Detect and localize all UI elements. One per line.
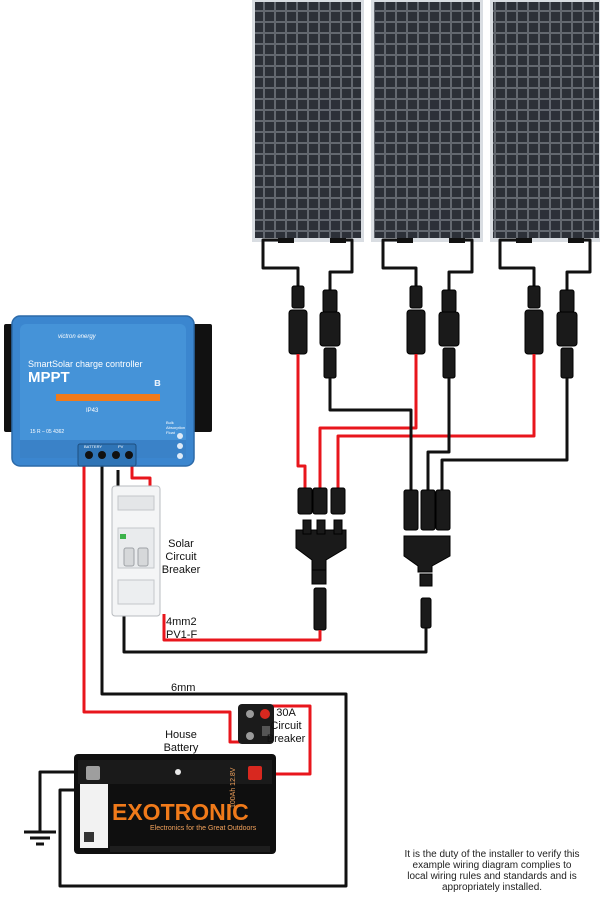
solar-breaker-label-line-3: Breaker <box>161 564 201 576</box>
battery-brand: EXOTRONIC <box>112 799 249 825</box>
y-branch-negative <box>403 489 451 629</box>
disclaimer-line-4: appropriately installed. <box>441 882 543 893</box>
led-label-bulk: Bulk <box>166 420 174 425</box>
terminal-label-pv: PV <box>118 444 124 449</box>
controller-serial: 15 R – 05 4362 <box>30 429 65 435</box>
mppt-controller: ʙ <box>4 315 212 467</box>
solar-breaker-label-line-1: Solar <box>168 538 194 550</box>
controller-rating: IP43 <box>86 408 99 414</box>
solar-panel-1 <box>252 0 364 242</box>
pv-cable-label-size: 4mm2 <box>166 616 197 628</box>
terminal-label-battery: BATTERY <box>84 444 103 449</box>
bluetooth-icon: ʙ <box>154 377 161 389</box>
solar-breaker-label-line-2: Circuit <box>165 551 197 563</box>
pv-string-wires <box>296 354 569 490</box>
pv-cable-label-type: PV1-F <box>166 629 198 641</box>
solar-panels <box>252 0 600 243</box>
house-battery-label: House Battery <box>160 729 202 755</box>
controller-brand: victron energy <box>58 334 96 340</box>
panel-leads <box>261 238 592 290</box>
disclaimer-line-2: example wiring diagram complies to <box>412 860 572 871</box>
house-battery-label-line-2: Battery <box>163 742 199 754</box>
disclaimer-line-1: It is the duty of the installer to verif… <box>404 849 580 860</box>
y-branch-positive <box>295 487 347 631</box>
battery-spec: 100Ah 12.8V <box>230 767 237 808</box>
solar-panel-2 <box>371 0 483 242</box>
pv-homerun <box>116 466 428 654</box>
battery-circuit-breaker <box>238 704 274 744</box>
solar-breaker-label: Solar Circuit Breaker <box>160 538 202 577</box>
disclaimer-line-3: local wiring rules and standards and is <box>407 871 577 882</box>
controller-led-labels: Bulk Absorption Float <box>166 420 186 435</box>
battery-cable-label: 6mm <box>171 682 196 694</box>
pv-cable-label: 4mm2 PV1-F <box>166 616 197 642</box>
house-battery-label-line-1: House <box>165 729 197 741</box>
led-label-absorption: Absorption <box>166 425 186 430</box>
installer-disclaimer: It is the duty of the installer to verif… <box>392 849 592 893</box>
mc4-panel-connectors <box>288 285 578 379</box>
controller-model: MPPT <box>28 369 70 386</box>
battery-breaker-label: 30A Circuit Breaker <box>266 707 306 746</box>
battery-breaker-label-line-2: Circuit <box>270 720 302 732</box>
solar-panel-3 <box>490 0 600 242</box>
solar-circuit-breaker <box>111 485 161 617</box>
battery-breaker-label-line-1: 30A <box>276 707 296 719</box>
controller-model-line: SmartSolar charge controller <box>28 359 143 369</box>
battery-wires <box>24 464 348 888</box>
battery-tagline: Electronics for the Great Outdoors <box>150 825 257 832</box>
led-label-float: Float <box>166 430 175 435</box>
house-battery <box>74 754 276 854</box>
battery-breaker-label-line-3: Breaker <box>266 733 306 745</box>
